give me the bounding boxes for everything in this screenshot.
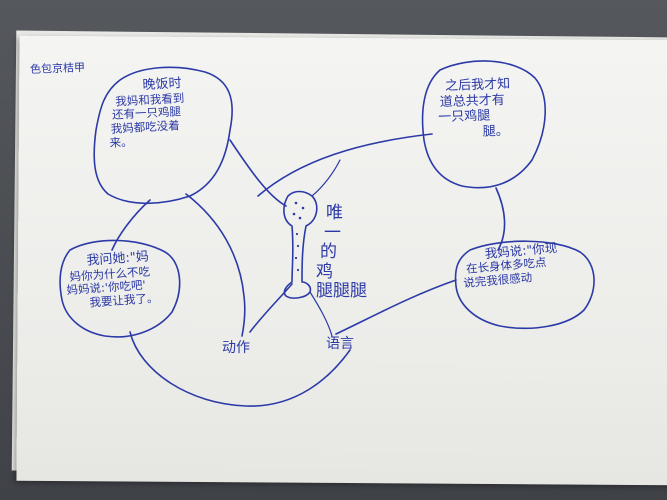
center-title-char: 一 <box>324 222 341 243</box>
drumstick-dots <box>292 201 305 272</box>
curve-top-right-down <box>495 187 506 251</box>
bubble-bottom-left-text: 我问她:"妈 妈你为什么不吃 妈妈说:'你吃吧' 我要让我了。 <box>64 249 159 312</box>
branch-label-language: 语言 <box>326 336 354 352</box>
bubble-line: 道总共才有 <box>439 92 505 110</box>
curve-center-to-bottom <box>249 283 293 333</box>
center-title-char: 的 <box>320 242 337 263</box>
curve-bottom-left-loop <box>129 331 351 407</box>
curve-hook-top <box>311 159 341 197</box>
bubble-top-right-outline <box>421 60 546 189</box>
center-title-char: 腿腿腿 <box>316 281 367 302</box>
bubble-top-right-text: 之后我才知 道总共才有 一只鸡腿 腿。 <box>435 77 512 142</box>
bubble-bottom-right-text: 我妈说:"你现 在长身体多吃点 说完我很感动 <box>460 240 560 291</box>
drumstick-outline <box>283 190 318 299</box>
curve-top-to-top-right <box>257 133 433 197</box>
bubble-top-left-text: 晚饭时 我妈和我看到 还有一只鸡腿 我妈都吃没着 来。 <box>104 76 187 151</box>
bubble-line: 腿。 <box>482 123 510 140</box>
corner-label: 色包京桔甲 <box>29 61 86 76</box>
bubble-bottom-right-outline <box>454 240 595 330</box>
bubble-bottom-left-outline <box>59 239 181 338</box>
bubble-top-left-outline <box>93 66 233 205</box>
curve-top-left-across <box>229 139 287 207</box>
curve-center-right <box>309 291 333 337</box>
curve-top-left-to-drumstick <box>185 193 246 337</box>
center-title-char: 鸡 <box>316 261 333 282</box>
curve-right-to-center <box>335 279 457 335</box>
curve-top-left-down <box>111 199 151 251</box>
branch-label-action: 动作 <box>222 340 250 356</box>
center-title: 唯 一 的 鸡 腿腿腿 <box>316 203 367 302</box>
center-title-char: 唯 <box>326 203 343 223</box>
